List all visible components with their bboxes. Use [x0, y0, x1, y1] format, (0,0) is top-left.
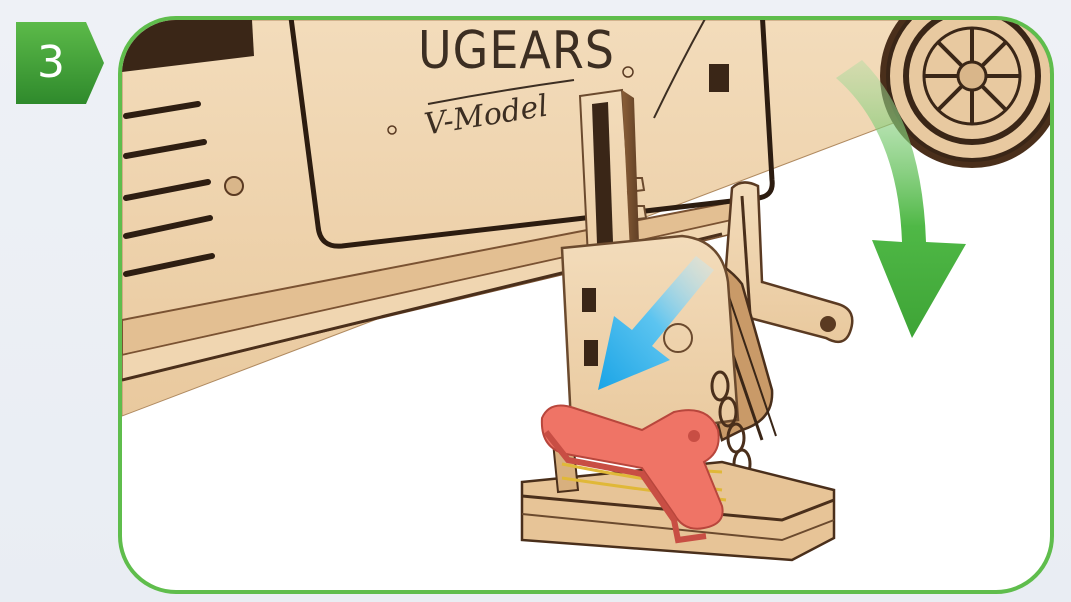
step-badge: 3 — [16, 22, 104, 104]
illustration-panel: UGEARS V-Model — [118, 16, 1054, 594]
step-number: 3 — [16, 22, 86, 104]
assembly-illustration — [122, 20, 1050, 590]
brand-logo: UGEARS — [418, 20, 615, 80]
